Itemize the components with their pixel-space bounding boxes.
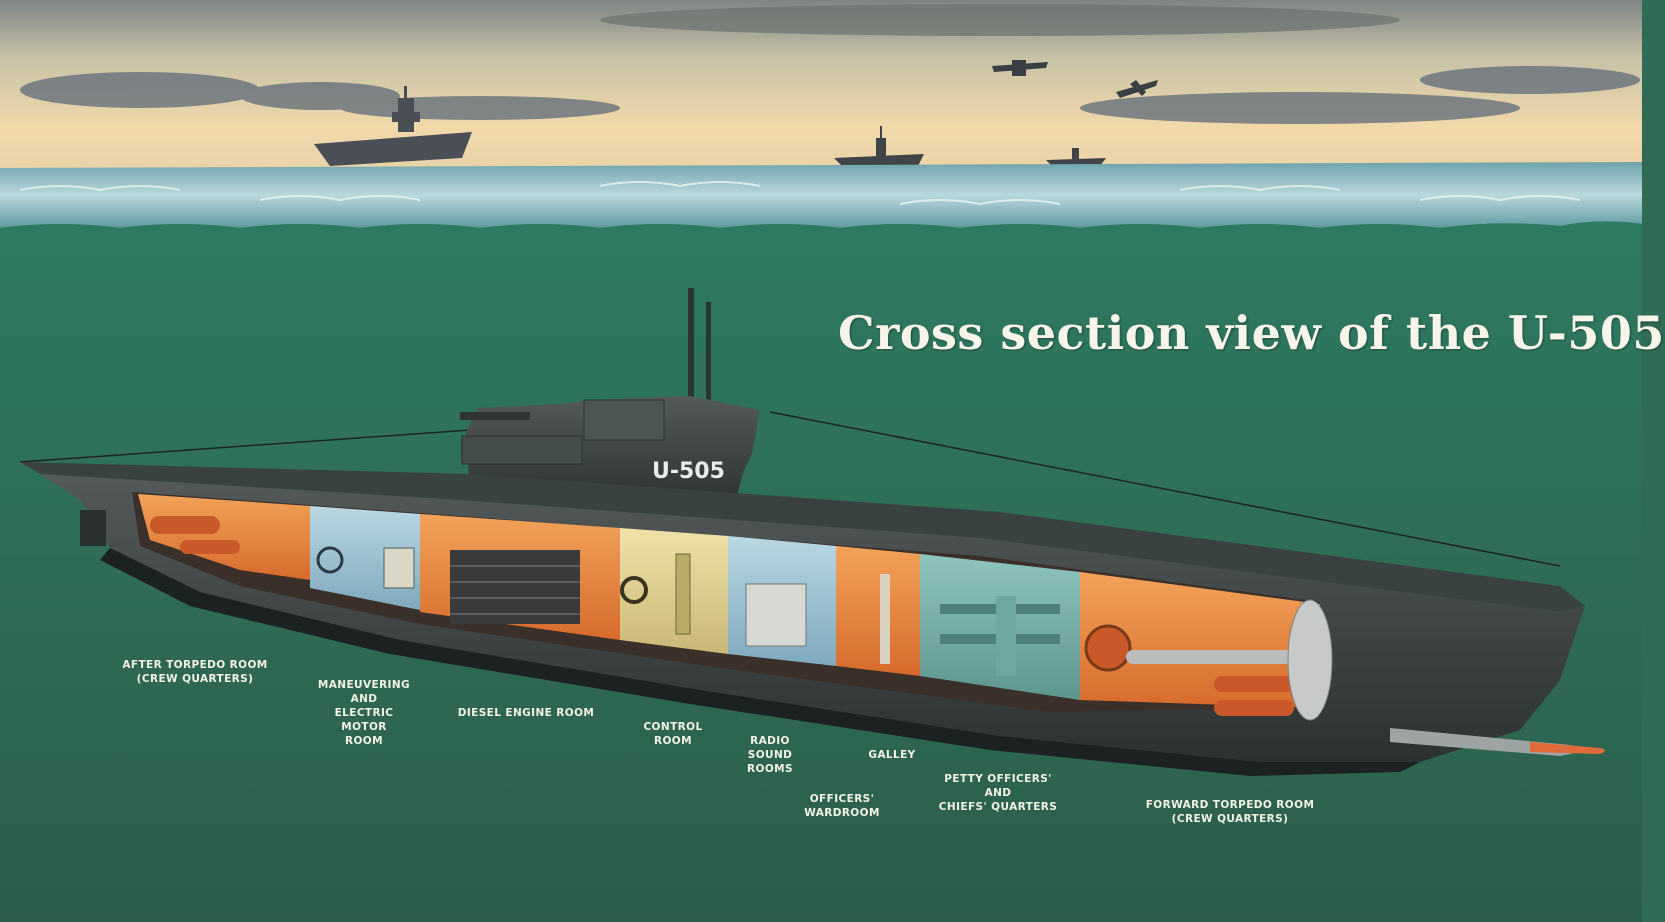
compartment-wardroom bbox=[836, 546, 920, 676]
page-title: Cross section view of the U-505 bbox=[838, 306, 1665, 360]
hull-marking: U-505 bbox=[652, 459, 725, 484]
airplane-icon bbox=[992, 60, 1048, 76]
label-galley: GALLEY bbox=[868, 749, 916, 761]
compartment-after-torpedo bbox=[138, 494, 310, 580]
conning-tower bbox=[466, 396, 760, 506]
label-officers-wardroom: OFFICERS'WARDROOM bbox=[804, 793, 880, 819]
aircraft-carrier-icon bbox=[314, 86, 472, 166]
label-after-torpedo-room: AFTER TORPEDO ROOM(CREW QUARTERS) bbox=[122, 659, 268, 685]
destroyer-icon bbox=[834, 126, 924, 166]
label-forward-torpedo-room: FORWARD TORPEDO ROOM(CREW QUARTERS) bbox=[1145, 799, 1315, 825]
clouds bbox=[20, 4, 1640, 124]
airplane-icon bbox=[1116, 80, 1158, 98]
sea-surface bbox=[0, 162, 1642, 228]
periscope bbox=[688, 288, 694, 400]
compartment-forward-torpedo bbox=[1080, 572, 1320, 708]
wave-highlights bbox=[19, 181, 1581, 206]
deck bbox=[20, 462, 1585, 612]
submarine: U-505 bbox=[19, 288, 1605, 776]
compartment-control bbox=[620, 528, 728, 654]
deck-gun bbox=[460, 412, 530, 420]
destroyer-icon bbox=[1046, 148, 1106, 166]
label-diesel-engine-room: DIESEL ENGINE ROOM bbox=[457, 707, 595, 719]
propeller-icon bbox=[80, 510, 106, 546]
periscope bbox=[706, 302, 711, 400]
